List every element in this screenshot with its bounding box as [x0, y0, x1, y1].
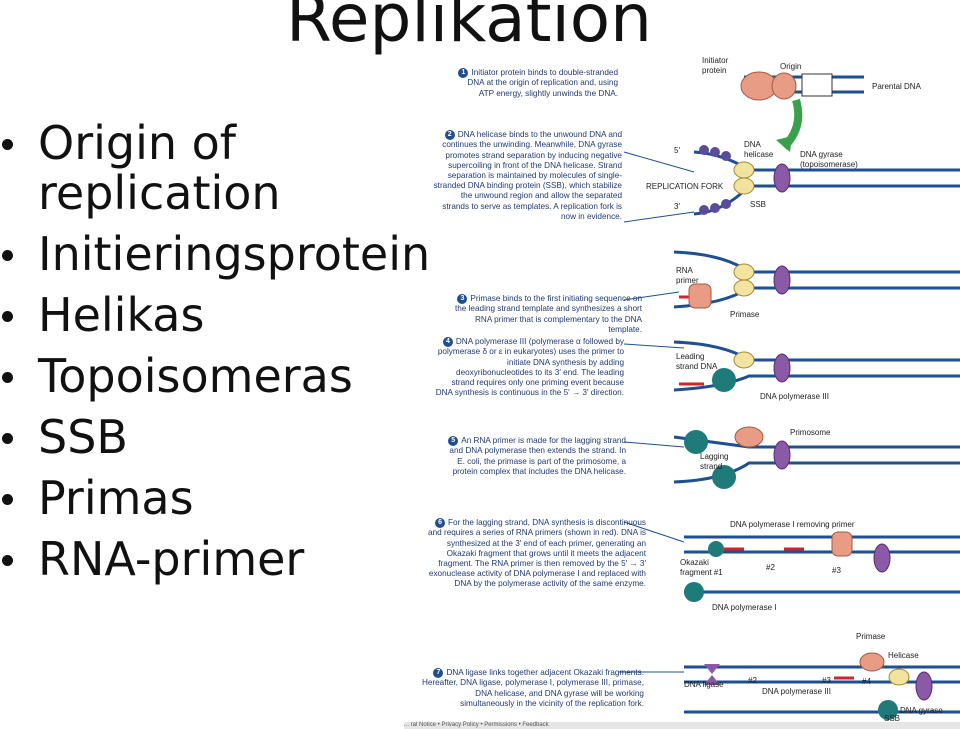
label-n3b: #3	[822, 676, 831, 685]
label-fork: REPLICATION FORK	[646, 182, 724, 191]
bullet-dot	[2, 311, 13, 322]
bullet-item: Initieringsprotein	[0, 229, 430, 279]
label-gyrase: DNA gyrase (topoisomerase)	[800, 150, 858, 169]
bullet-dot	[2, 494, 13, 505]
footer-links: ... ral Notice • Privacy Policy • Permis…	[404, 722, 960, 729]
step1-drawing	[740, 71, 864, 152]
bullet-item: Origin of replication	[0, 118, 308, 218]
label-primosome: Primosome	[790, 428, 831, 437]
label-okazaki: Okazaki fragment #1	[680, 558, 723, 577]
label-ssb: SSB	[750, 200, 767, 209]
label-parental: Parental DNA	[872, 82, 921, 91]
bullet-dot	[2, 555, 13, 566]
bullet-dot	[2, 139, 13, 150]
label-n4: #4	[862, 677, 871, 686]
bullet-item: RNA-primer	[0, 534, 430, 584]
label-3prime: 3′	[674, 202, 680, 211]
step2-drawing	[693, 145, 960, 216]
label-n3: #3	[832, 566, 841, 575]
step7-drawing	[684, 652, 960, 720]
label-5prime: 5′	[674, 146, 680, 155]
label-ssb7: SSB	[884, 714, 901, 723]
label-helicase7: Helicase	[888, 651, 919, 660]
bullet-dot	[2, 433, 13, 444]
label-primase7: Primase	[856, 632, 886, 641]
label-pol3b: DNA polymerase III	[762, 687, 831, 696]
bullet-dot	[2, 372, 13, 383]
label-pol1: DNA polymerase I	[712, 603, 777, 612]
bullet-list: Origin of replication Initieringsprotein…	[0, 118, 430, 595]
bullet-item: Primas	[0, 473, 430, 523]
label-pol1rem: DNA polymerase I removing primer	[730, 520, 855, 529]
label-gyrase7: DNA gyrase	[900, 706, 943, 715]
label-helicase: DNA helicase	[744, 140, 774, 159]
bullet-item: Topoisomeras	[0, 351, 430, 401]
label-initiator: Initiator protein	[702, 56, 729, 75]
slide-title: Replikation	[286, 0, 652, 57]
bullet-item: SSB	[0, 412, 430, 462]
bullet-item: Helikas	[0, 290, 430, 340]
label-lagging: Lagging strand	[700, 452, 729, 471]
label-pol3: DNA polymerase III	[760, 392, 829, 401]
step3-drawing	[673, 250, 960, 309]
label-rnaprimer: RNA primer	[676, 266, 699, 285]
step6-drawing	[684, 531, 960, 602]
label-leading: Leading strand DNA	[676, 352, 718, 371]
step4-drawing	[673, 340, 960, 392]
dna-replication-diagram	[619, 71, 960, 720]
label-n2b: #2	[748, 676, 757, 685]
bullet-dot	[2, 250, 13, 261]
label-origin: Origin	[780, 62, 802, 71]
step5-drawing	[673, 426, 960, 489]
label-n2: #2	[766, 563, 775, 572]
label-primase: Primase	[730, 310, 760, 319]
label-ligase: DNA ligase	[684, 680, 724, 689]
